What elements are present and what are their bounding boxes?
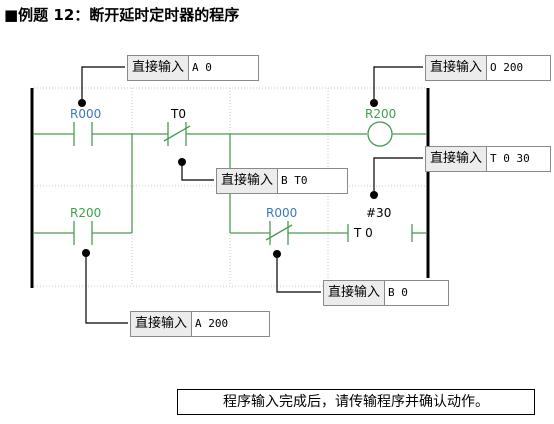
direct-input-label: 直接输入 xyxy=(217,169,279,193)
direct-input-value: B T0 xyxy=(281,174,308,187)
instruction-note: 程序输入完成后，请传输程序并确认动作。 xyxy=(177,389,535,415)
contact-r000-nc-label: R000 xyxy=(266,206,297,220)
contact-r000-label: R000 xyxy=(70,107,101,121)
direct-input-t030[interactable]: 直接输入 T 0 30 xyxy=(425,146,551,172)
direct-input-label: 直接输入 xyxy=(131,312,193,336)
direct-input-label: 直接输入 xyxy=(324,281,386,305)
direct-input-value: B 0 xyxy=(388,286,408,299)
direct-input-value: T 0 30 xyxy=(490,152,530,165)
direct-input-o200[interactable]: 直接输入 O 200 xyxy=(425,55,551,81)
callout-leaders xyxy=(81,66,423,324)
coil-r200 xyxy=(367,121,393,147)
callout-dots xyxy=(78,99,378,258)
direct-input-label: 直接输入 xyxy=(426,56,488,80)
contact-r200-label: R200 xyxy=(70,206,101,220)
direct-input-b0[interactable]: 直接输入 B 0 xyxy=(323,280,449,306)
timer-name-label: T 0 xyxy=(353,226,373,240)
direct-input-value: A 0 xyxy=(192,61,212,74)
coil-r200-label: R200 xyxy=(365,107,396,121)
timer-preset-label: #30 xyxy=(366,206,391,220)
direct-input-value: O 200 xyxy=(490,61,524,74)
direct-input-value: A 200 xyxy=(195,317,229,330)
direct-input-bt0[interactable]: 直接输入 B T0 xyxy=(216,168,348,194)
direct-input-label: 直接输入 xyxy=(128,56,190,80)
page-title: ■例题 12：断开延时定时器的程序 xyxy=(4,6,240,24)
direct-input-a0[interactable]: 直接输入 A 0 xyxy=(127,55,259,81)
contact-t0-label: T0 xyxy=(170,107,186,121)
direct-input-label: 直接输入 xyxy=(426,147,488,171)
direct-input-a200[interactable]: 直接输入 A 200 xyxy=(130,311,270,337)
